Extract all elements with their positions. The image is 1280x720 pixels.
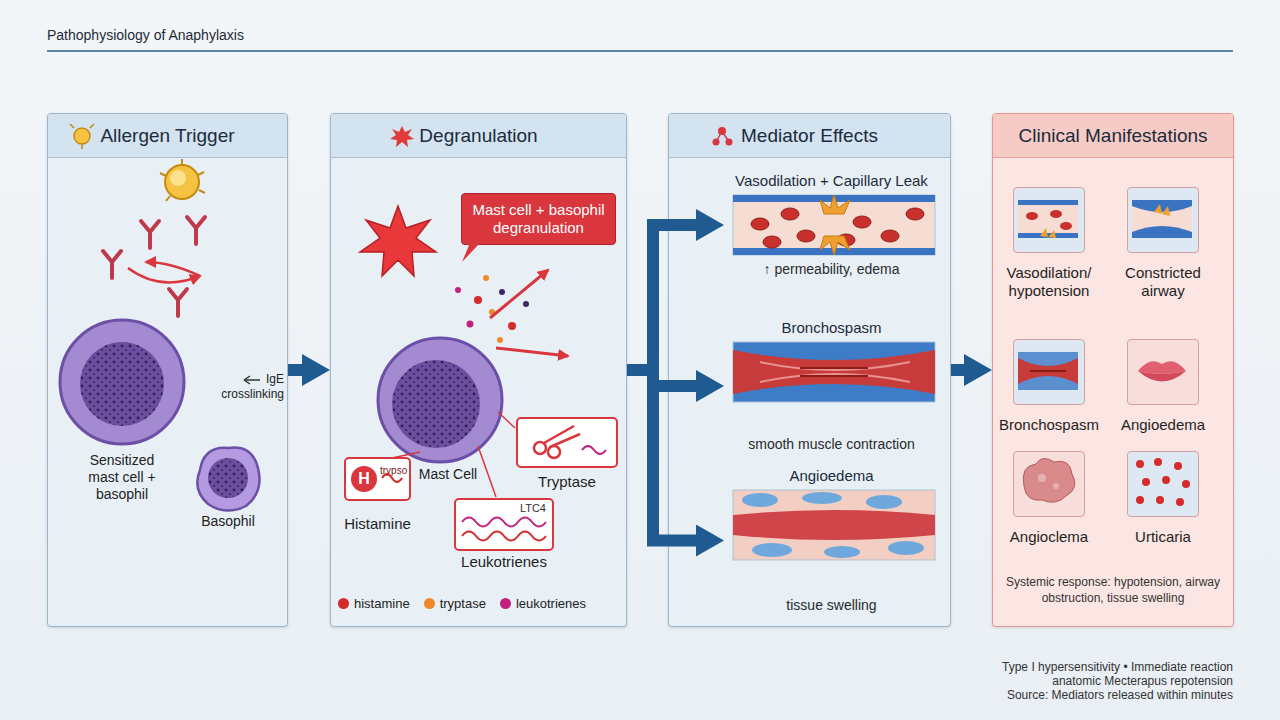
callout-box: Mast cell + basophil degranulation bbox=[461, 193, 616, 245]
callout-text: Mast cell + basophil degranulation bbox=[462, 194, 615, 244]
legend: histamine tryptase leukotrienes bbox=[338, 596, 586, 611]
stage-panel: Clinical ManifestationsVasodilation/ hyp… bbox=[992, 113, 1234, 627]
effect-note: ↑ permeability, edema bbox=[712, 260, 951, 278]
stage-panel: Allergen Trigger bbox=[47, 113, 288, 627]
effect-heading: Bronchospasm bbox=[712, 319, 951, 337]
panel-header: Allergen Trigger bbox=[48, 114, 287, 158]
symptom-tile: Constricted airway bbox=[1127, 187, 1199, 253]
mediator-box: HtrypsoHistamine bbox=[344, 457, 411, 501]
symptom-tile: Bronchospasm bbox=[1013, 339, 1085, 405]
effect-note: tissue swelling bbox=[712, 596, 951, 614]
title-rule bbox=[47, 50, 1233, 52]
part-label: Sensitized mast cell + basophil bbox=[82, 452, 162, 503]
symptom-label: Angioedema bbox=[1102, 416, 1224, 434]
symptom-tile: Angioclema bbox=[1013, 451, 1085, 517]
flow-arrow bbox=[951, 364, 970, 376]
effect-item: Angioedematissue swelling bbox=[724, 467, 939, 614]
symptom-label: Bronchospasm bbox=[988, 416, 1110, 434]
legend-swatch bbox=[500, 598, 511, 609]
part-label: IgE crosslinking bbox=[214, 372, 284, 402]
diagram-title: Pathophysiology of Anaphylaxis bbox=[47, 27, 244, 43]
part-label: Mast Cell bbox=[408, 466, 488, 483]
effect-item: Vasodilation + Capillary Leak↑ permeabil… bbox=[724, 172, 939, 278]
mediator-box: Tryptase bbox=[516, 417, 618, 468]
mediator-note: LTC4 bbox=[520, 502, 546, 515]
panel-header: Clinical Manifestations bbox=[993, 114, 1233, 158]
symptom-label: Urticaria bbox=[1102, 528, 1224, 546]
legend-item: tryptase bbox=[424, 596, 486, 611]
panel-header: Degranulation bbox=[331, 114, 626, 158]
symptom-label: Vasodilation/ hypotension bbox=[988, 264, 1110, 300]
legend-swatch bbox=[424, 598, 435, 609]
legend-text: histamine bbox=[354, 596, 410, 611]
legend-text: tryptase bbox=[440, 596, 486, 611]
legend-item: histamine bbox=[338, 596, 410, 611]
effect-note: smooth muscle contraction bbox=[712, 435, 951, 453]
flow-arrow bbox=[288, 364, 308, 376]
symptom-label: Angioclema bbox=[988, 528, 1110, 546]
summary-note: Systemic response: hypotension, airway o… bbox=[1003, 574, 1223, 606]
mediator-name: Leukotrienes bbox=[446, 553, 562, 571]
stage-panel: DegranulationMast cell + basophil degran… bbox=[330, 113, 627, 627]
mediator-name: Tryptase bbox=[508, 473, 626, 491]
mediator-box: LTC4Leukotrienes bbox=[454, 498, 554, 551]
symptom-tile: Angioedema bbox=[1127, 339, 1199, 405]
stage-panel: Mediator EffectsVasodilation + Capillary… bbox=[668, 113, 951, 627]
symptom-tile: Urticaria bbox=[1127, 451, 1199, 517]
symptom-tile: Vasodilation/ hypotension bbox=[1013, 187, 1085, 253]
mediator-note: trypso bbox=[380, 465, 407, 477]
footer-note: anatomic Mecterapus repotension bbox=[1052, 674, 1233, 688]
effect-item: Bronchospasmsmooth muscle contraction bbox=[724, 319, 939, 453]
effect-heading: Angioedema bbox=[712, 467, 951, 485]
part-label: Basophil bbox=[188, 513, 268, 530]
legend-swatch bbox=[338, 598, 349, 609]
effect-heading: Vasodilation + Capillary Leak bbox=[712, 172, 951, 190]
title-rule bbox=[47, 51, 1233, 52]
legend-item: leukotrienes bbox=[500, 596, 586, 611]
mediator-name: Histamine bbox=[322, 515, 433, 533]
mediator-symbol: H bbox=[351, 466, 377, 492]
symptom-label: Constricted airway bbox=[1102, 264, 1224, 300]
panel-header: Mediator Effects bbox=[669, 114, 950, 158]
legend-text: leukotrienes bbox=[516, 596, 586, 611]
footer-note: Type I hypersensitivity • Immediate reac… bbox=[1002, 660, 1233, 674]
footer-note: Source: Mediators released within minute… bbox=[1007, 688, 1233, 702]
